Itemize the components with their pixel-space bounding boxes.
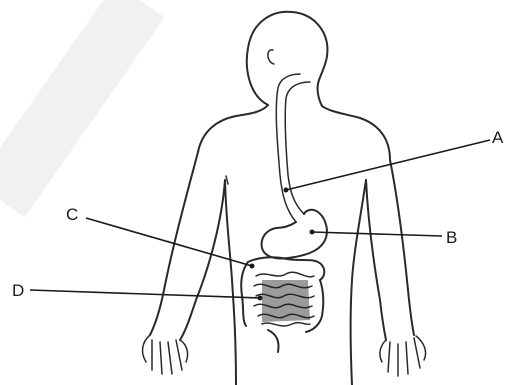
oesophagus-left-wall	[276, 74, 300, 222]
right-hand-outline	[380, 336, 426, 376]
ascending-colon	[241, 262, 248, 326]
leader-dot-b	[310, 230, 315, 235]
oesophagus-right-wall	[285, 82, 310, 214]
right-shoulder-outline	[322, 106, 390, 160]
leader-dot-a	[284, 188, 289, 193]
oesophagus	[276, 74, 310, 222]
leader-dot-d	[258, 296, 263, 301]
label-b: B	[446, 228, 457, 247]
leader-line-d	[30, 290, 260, 298]
pointer-lines	[30, 140, 490, 301]
left-shoulder-outline	[198, 105, 268, 152]
label-a: A	[492, 128, 504, 147]
right-torso-side	[351, 180, 367, 385]
small-intestine	[254, 272, 314, 326]
head-outline	[247, 12, 328, 106]
leader-line-b	[312, 232, 442, 236]
label-d: D	[12, 281, 24, 300]
stomach	[262, 210, 327, 259]
chest-mark	[226, 176, 228, 184]
right-arm-outer	[390, 160, 414, 335]
left-hand-outline	[143, 335, 188, 374]
watermark	[0, 0, 140, 200]
right-arm-inner	[366, 180, 386, 340]
leader-dot-c	[250, 264, 255, 269]
label-c: C	[66, 205, 78, 224]
left-torso-side	[225, 180, 236, 385]
ear-outline	[268, 50, 274, 64]
rectum	[268, 330, 279, 352]
left-arm-inner	[180, 180, 225, 340]
